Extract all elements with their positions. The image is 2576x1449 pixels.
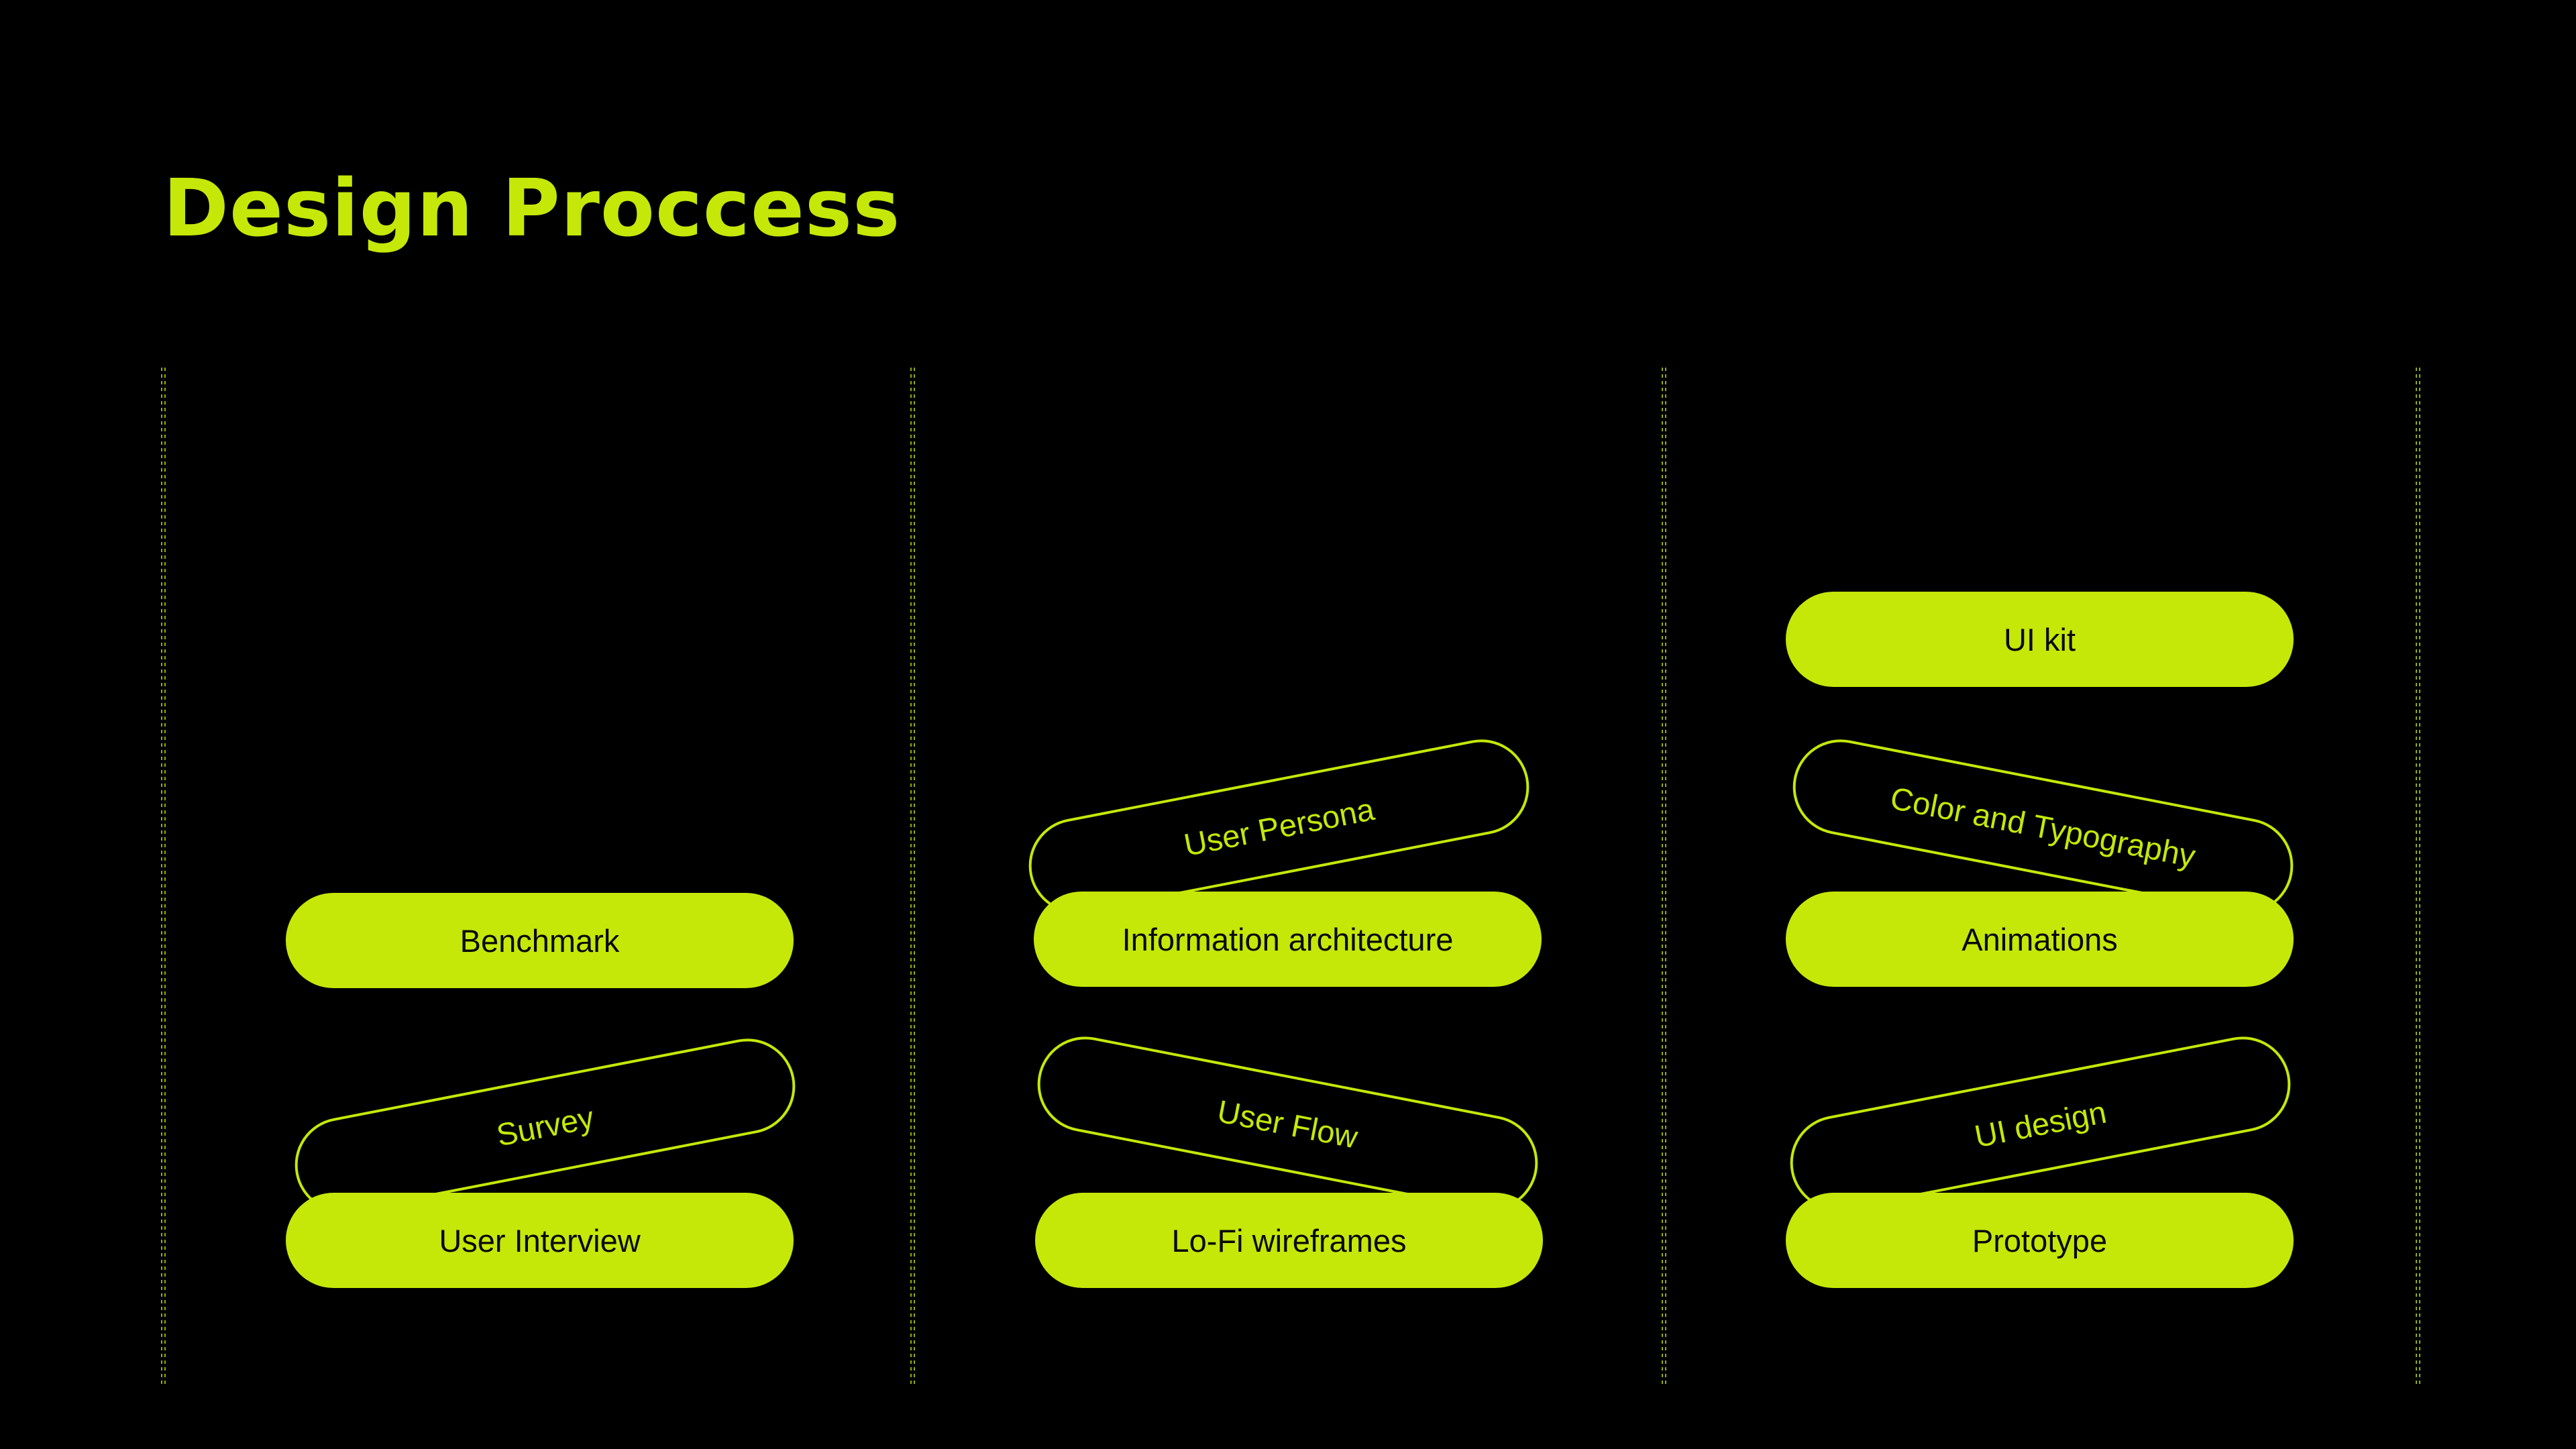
pill-label: Prototype (1972, 1222, 2108, 1258)
pill-animations: Animations (1786, 892, 2294, 987)
pill-label: UI kit (2003, 621, 2076, 657)
pill-information-architecture: Information architecture (1034, 892, 1542, 987)
pill-label: User Persona (1181, 790, 1377, 863)
column-divider-4 (2416, 368, 2420, 1386)
pill-lo-fi-wireframes: Lo-Fi wireframes (1035, 1193, 1543, 1288)
pill-label: Information architecture (1122, 921, 1454, 957)
pill-prototype: Prototype (1786, 1193, 2294, 1288)
column-divider-3 (1662, 368, 1666, 1386)
pill-label: UI design (1971, 1093, 2110, 1154)
pill-label: Benchmark (460, 922, 620, 959)
column-divider-1 (161, 368, 166, 1386)
pill-label: Color and Typography (1887, 779, 2199, 874)
column-divider-2 (910, 368, 915, 1386)
pill-user-flow: User Flow (1029, 1028, 1546, 1219)
pill-ui-design: UI design (1782, 1028, 2299, 1219)
pill-label: Lo-Fi wireframes (1171, 1222, 1407, 1258)
pill-label: Survey (493, 1099, 597, 1152)
pill-label: User Flow (1214, 1092, 1361, 1155)
pill-ui-kit: UI kit (1786, 592, 2294, 687)
page-title: Design Proccess (163, 162, 901, 254)
pill-user-interview: User Interview (286, 1193, 794, 1288)
pill-benchmark: Benchmark (286, 893, 794, 988)
pill-label: User Interview (439, 1222, 641, 1258)
pill-label: Animations (1962, 921, 2118, 957)
